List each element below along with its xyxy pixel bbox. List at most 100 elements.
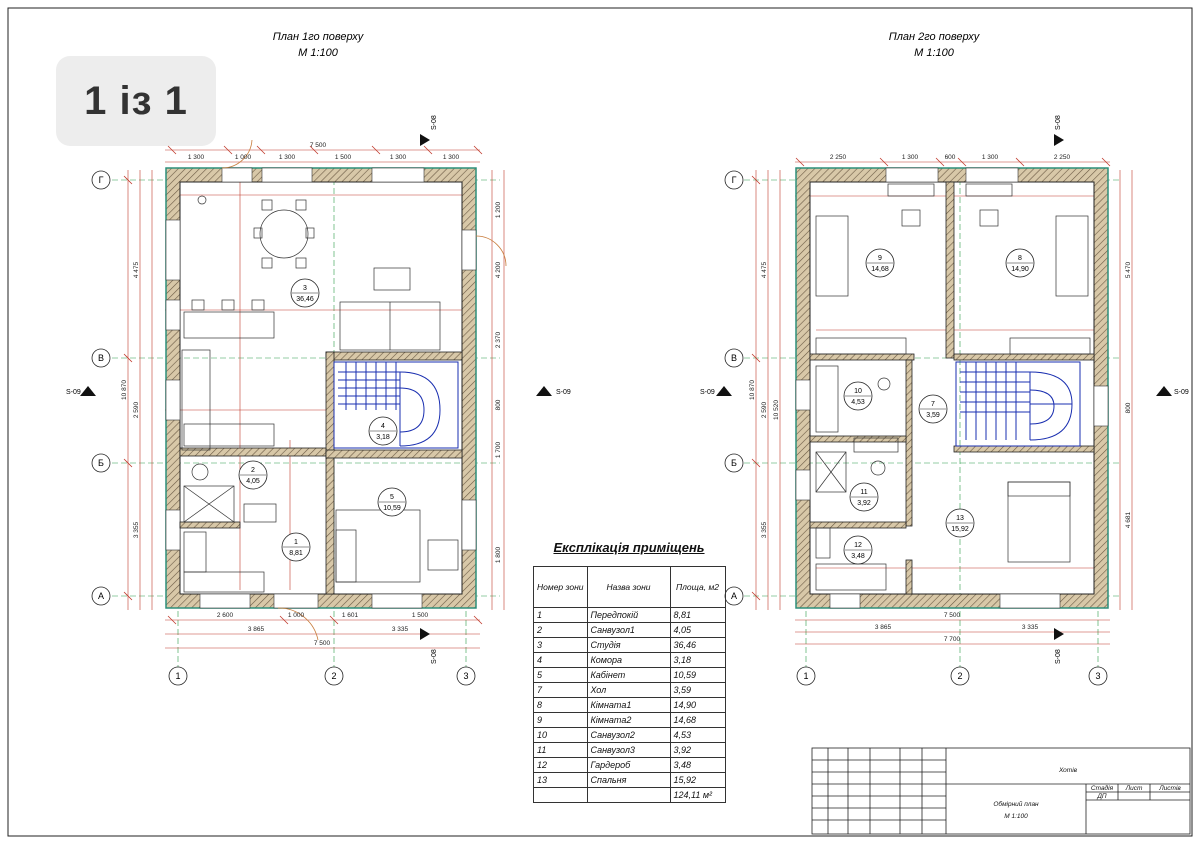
page-counter-badge: 1 із 1 [56,56,216,146]
explication-cell-number: 10 [533,727,588,743]
plan2-section-right: S-09 [1174,389,1189,396]
plan1-dim-left-0: 4 475 [133,261,140,278]
plan1-dim-right-4: 1 700 [495,441,502,458]
plan2-dim-right-2: 4 681 [1125,511,1132,528]
explication-cell-number: 3 [533,637,588,653]
explication-cell-area: 4,05 [669,622,726,638]
explication-cell-number: 9 [533,712,588,728]
explication-cell-area: 14,90 [669,697,726,713]
stamp-stage-label: Стадія [1091,784,1114,792]
explication-cell-number: 12 [533,757,588,773]
plan1-dim-axis-0: 3 865 [248,626,265,633]
plan1-room-1-area: 8,81 [289,550,303,557]
plan2-axis-row-2: Б [731,458,737,468]
plan2-room-11-num: 11 [860,489,867,496]
plan1-dim-left-1: 2 590 [133,401,140,418]
explication-cell-number: 11 [533,742,588,758]
explication-header-row: Номер зони Назва зони Площа, м2 [533,566,726,608]
plan1-axis-col-0: 1 [175,671,180,681]
stamp-sheet-label: Лист [1125,785,1143,792]
plan2-dim-top-1: 1 300 [902,154,919,161]
explication-cell-name: Санвузол3 [586,742,671,758]
plan2-axis-row-0: Г [732,175,737,185]
plan2-axis-col-0: 1 [803,671,808,681]
explication-cell-number: 7 [533,682,588,698]
explication-cell-area: 14,68 [669,712,726,728]
plan2-furniture [815,183,1091,591]
plan1-dim-top-0: 1 300 [188,154,205,161]
plan2-dim-left-overall: 10 870 [749,380,756,400]
plan2-dim-bottom-overall2: 7 700 [944,636,961,643]
explication-cell-name: Санвузол2 [586,727,671,743]
explication-cell-name: Спальня [586,772,671,788]
plan2-room-10-area: 4,53 [851,399,865,406]
explication-header-area: Площа, м2 [669,566,726,608]
plan1-section-top: S-08 [431,115,438,130]
explication-cell-number: 5 [533,667,588,683]
plan1-room-tags: 336,46 43,18 24,05 510,59 18,81 [238,278,407,562]
plan1-group: 336,46 43,18 24,05 510,59 18,81 7 500 1 … [66,115,571,686]
plan2-dim-left-overall2: 10 520 [773,400,780,420]
plan1-exterior-walls [165,167,477,609]
explication-cell-number: 1 [533,607,588,623]
explication-cell-name: Студія [586,637,671,653]
explication-cell-area: 36,46 [669,637,726,653]
plan2-dim-bottom-overall: 7 500 [944,612,961,619]
plan2-room-7-num: 7 [931,401,935,408]
plan2-dim-top-3: 1 300 [982,154,999,161]
plan1-dim-bottom-0: 2 600 [217,612,234,619]
plan1-dim-bottom-3: 1 500 [412,612,429,619]
plan1-axis-row-2: Б [98,458,104,468]
stamp-sheets-label: Листів [1158,784,1181,792]
explication-cell-name: Кімната2 [586,712,671,728]
explication-cell-area: 8,81 [669,607,726,623]
plan2-room-10-num: 10 [854,388,862,395]
explication-cell-number: 4 [533,652,588,668]
stamp-project: Хотів [1058,766,1078,774]
plan2-title: План 2го поверху [889,31,981,43]
plan2-axis-row-1: В [731,353,737,363]
plan2-dim-right-0: 5 470 [1125,261,1132,278]
plan2-dim-right-1: 800 [1125,402,1132,413]
explication-header-name: Назва зони [586,566,671,608]
plan2-section-left: S-09 [700,389,715,396]
plan1-axis-col-1: 2 [331,671,336,681]
plan1-dim-top-3: 1 500 [335,154,352,161]
plan2-section-bottom: S-08 [1055,649,1062,664]
explication-cell-area: 15,92 [669,772,726,788]
plan1-dim-axis-1: 3 335 [392,626,409,633]
plan2-axis-row-3: А [731,591,737,601]
explication-cell-number: 8 [533,697,588,713]
plan1-dim-right-2: 2 370 [495,331,502,348]
explication-cell-name: Кабінет [586,667,671,683]
plan1-dim-left-overall: 10 870 [121,380,128,400]
explication-cell-name: Санвузол1 [586,622,671,638]
explication-cell-area: 3,48 [669,757,726,773]
plan2-dim-left-0: 4 475 [761,261,768,278]
plan2-dim-axis-1: 3 335 [1022,624,1039,631]
plan2-room-9-num: 9 [878,255,882,262]
plan2-room-tags: 914,68 814,90 104,53 73,59 113,92 123,48… [843,248,1035,565]
explication-cell-area: 3,18 [669,652,726,668]
plan2-stairs [955,361,1081,447]
plan2-axis-col-2: 3 [1095,671,1100,681]
plan2-room-9-area: 14,68 [871,266,889,273]
plan2-room-13-area: 15,92 [951,526,969,533]
plan1-room-1-num: 1 [294,539,298,546]
plan1-dim-right-1: 4 200 [495,261,502,278]
sheet-frame [7,7,1193,837]
explication-cell-name: Хол [586,682,671,698]
plan2-room-8-area: 14,90 [1011,266,1029,273]
plan1-dim-top-4: 1 300 [390,154,407,161]
plan1-dim-bottom-2: 1 601 [342,612,359,619]
plan1-room-4-num: 4 [381,423,385,430]
plan2-scale: М 1:100 [914,47,955,59]
explication-cell-area: 4,53 [669,727,726,743]
plan1-room-3-area: 36,46 [296,296,314,303]
